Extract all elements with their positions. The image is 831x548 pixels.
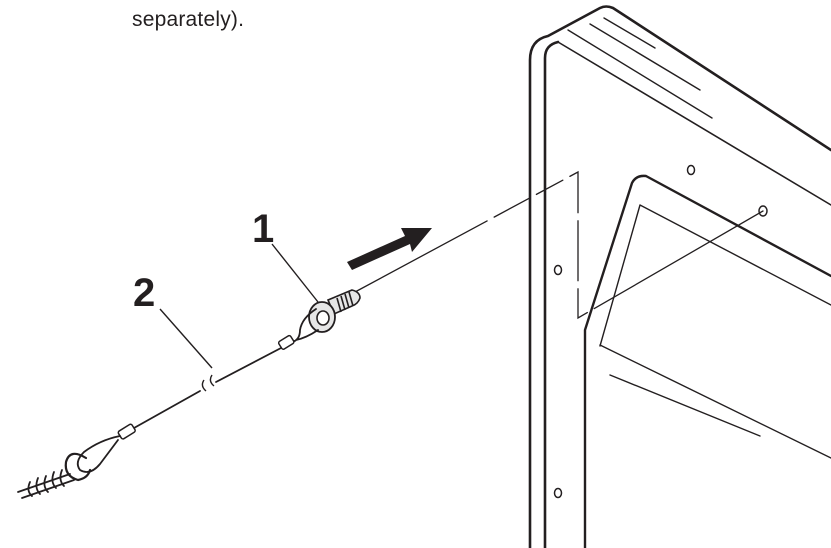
guide-line: [354, 170, 764, 320]
hole-left-1: [553, 264, 563, 276]
ferrule-top: [277, 334, 295, 350]
wire-loop-top: [291, 308, 319, 343]
recess-inner-lines: [599, 344, 831, 459]
wire: [133, 347, 282, 429]
panel-bevel-lines: [567, 17, 713, 119]
callout-1: 1: [252, 207, 319, 303]
callout-2-label: 2: [133, 271, 155, 315]
recess-cavity: [583, 174, 831, 548]
eye-bolt-shank: [326, 289, 361, 316]
eye-bolt: [308, 289, 361, 333]
leader-line-2: [159, 308, 213, 369]
callout-1-label: 1: [252, 207, 274, 251]
tv-back-panel: [528, 5, 831, 548]
wire-break: [201, 374, 215, 392]
caption-text: separately).: [132, 8, 245, 31]
ferrule-bottom: [117, 423, 136, 440]
hole-top: [686, 164, 696, 176]
direction-arrow: [347, 228, 432, 270]
hole-left-2: [553, 487, 563, 499]
leader-line-1: [271, 243, 319, 303]
callout-2: 2: [133, 271, 213, 369]
panel-holes: [553, 164, 768, 499]
screw-hook: [17, 435, 121, 499]
